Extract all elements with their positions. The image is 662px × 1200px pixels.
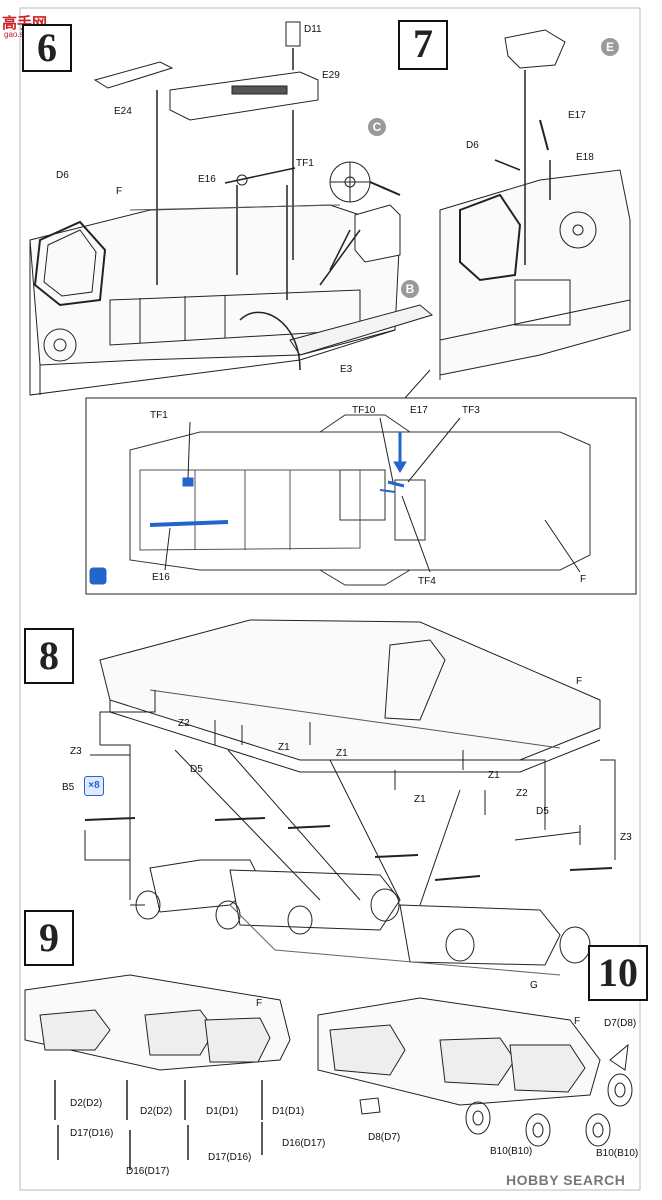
- callout-c: C: [368, 118, 386, 136]
- label-d17-b: D17(D16): [208, 1152, 252, 1163]
- footer-logo: HOBBY SEARCH: [506, 1172, 626, 1188]
- step8-assembly-drawing: [84, 619, 616, 976]
- quantity-badge-x8: ×8: [84, 776, 104, 796]
- label-d17-a: D17(D16): [70, 1128, 114, 1139]
- label-d1-b: D1(D1): [272, 1106, 305, 1117]
- label-b10-a: B10(B10): [490, 1146, 533, 1157]
- label-z2-right: Z2: [516, 788, 528, 799]
- label-e24: E24: [114, 106, 132, 117]
- label-d6-step7: D6: [466, 140, 479, 151]
- label-step9-f: F: [256, 998, 263, 1009]
- label-d2-b: D2(D2): [140, 1106, 173, 1117]
- step-number-10: 10: [588, 945, 648, 1001]
- detail-view-drawing: [85, 369, 637, 595]
- callout-e: E: [601, 38, 619, 56]
- label-d7: D7(D8): [604, 1018, 637, 1029]
- label-detail-tf1: TF1: [150, 410, 168, 421]
- label-d6: D6: [56, 170, 69, 181]
- label-d2-a: D2(D2): [70, 1098, 103, 1109]
- label-g: G: [530, 980, 538, 991]
- label-e3: E3: [340, 364, 353, 375]
- label-step10-f: F: [574, 1016, 581, 1027]
- label-detail-f: F: [580, 574, 587, 585]
- label-d11: D11: [304, 24, 322, 35]
- step-number-9: 9: [24, 910, 74, 966]
- label-z1-d: Z1: [414, 794, 426, 805]
- step6-assembly-drawing: [29, 21, 434, 396]
- label-b5: B5: [62, 782, 75, 793]
- label-z1-a: Z1: [278, 742, 290, 753]
- label-z2-left: Z2: [178, 718, 190, 729]
- label-d16-b: D16(D17): [282, 1138, 326, 1149]
- step-number-7: 7: [398, 20, 448, 70]
- label-e16: E16: [198, 174, 216, 185]
- step-number-6: 6: [22, 24, 72, 72]
- label-z3-right: Z3: [620, 832, 632, 843]
- label-detail-tf10: TF10: [352, 405, 376, 416]
- label-b10-b: B10(B10): [596, 1148, 639, 1159]
- label-d5-right: D5: [536, 806, 549, 817]
- label-step8-f: F: [576, 676, 583, 687]
- label-detail-tf4: TF4: [418, 576, 436, 587]
- label-detail-tf3: TF3: [462, 405, 480, 416]
- label-z1-b: Z1: [336, 748, 348, 759]
- label-detail-e17: E17: [410, 405, 428, 416]
- label-e29: E29: [322, 70, 340, 81]
- label-d16-a: D16(D17): [126, 1166, 170, 1177]
- label-tf1: TF1: [296, 158, 314, 169]
- label-f: F: [116, 186, 123, 197]
- label-z1-c: Z1: [488, 770, 500, 781]
- label-e17: E17: [568, 110, 586, 121]
- step10-assembly-drawing: [317, 997, 633, 1147]
- label-d5-left: D5: [190, 764, 203, 775]
- step-number-8: 8: [24, 628, 74, 684]
- label-z3-left: Z3: [70, 746, 82, 757]
- label-e18: E18: [576, 152, 594, 163]
- label-d8: D8(D7): [368, 1132, 401, 1143]
- label-d1-a: D1(D1): [206, 1106, 239, 1117]
- step7-assembly-drawing: [439, 29, 631, 380]
- label-detail-e16: E16: [152, 572, 170, 583]
- callout-b: B: [401, 280, 419, 298]
- step9-assembly-drawing: [24, 974, 291, 1170]
